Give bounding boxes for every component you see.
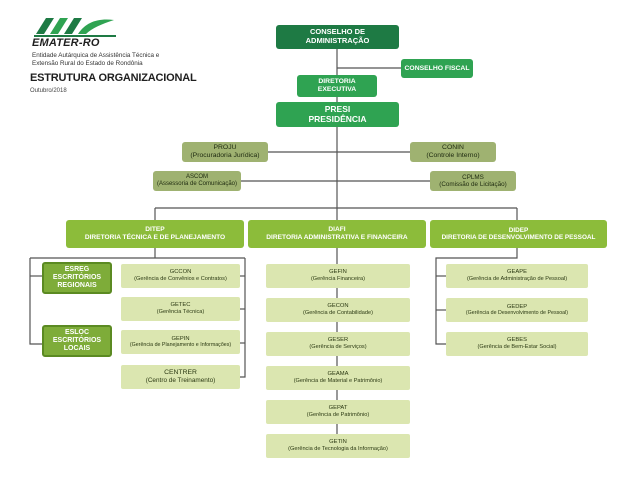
box-didep: DIDEP DIRETORIA DE DESENVOLVIMENTO DE PE… <box>430 220 607 248</box>
box-conin: CONIN (Controle Interno) <box>410 142 496 162</box>
box-ascom: ASCOM (Assessoria de Comunicação) <box>153 171 241 191</box>
connector-ditep-right-vertical <box>240 258 246 378</box>
box-ditep: DITEP DIRETORIA TÉCNICA E DE PLANEJAMENT… <box>66 220 244 248</box>
box-conselho-administracao: CONSELHO DE ADMINISTRAÇÃO <box>276 25 399 49</box>
box-getin: GETIN (Gerência de Tecnologia da Informa… <box>266 434 410 458</box>
box-geape: GEAPE (Gerência de Administração de Pess… <box>446 264 588 288</box>
emater-logo: EMATER-RO Entidade Autárquica de Assistê… <box>30 14 190 98</box>
box-gepin: GEPIN (Gerência de Planejamento e Inform… <box>121 330 240 354</box>
connector-ditep-left-vertical <box>29 258 42 345</box>
connector-didep-down <box>435 248 518 345</box>
box-centrer: CENTRER (Centro de Treinamento) <box>121 365 240 389</box>
box-gebes: GEBES (Gerência de Bem-Estar Social) <box>446 332 588 356</box>
box-diafi: DIAFI DIRETORIA ADMINISTRATIVA E FINANCE… <box>248 220 426 248</box>
logo-subtitle-1: Entidade Autárquica de Assistência Técni… <box>32 52 160 59</box>
box-gecon: GECON (Gerência de Contabilidade) <box>266 298 410 322</box>
box-gefin: GEFIN (Gerência Financeira) <box>266 264 410 288</box>
logo-subtitle-2: Extensão Rural do Estado de Rondônia <box>32 60 143 67</box>
box-getec: GETEC (Gerência Técnica) <box>121 297 240 321</box>
box-proju: PROJU (Procuradoria Jurídica) <box>182 142 268 162</box>
emater-leaf-icon <box>34 18 116 37</box>
box-gedep: GEDEP (Gerência de Desenvolvimento de Pe… <box>446 298 588 322</box>
box-gepat: GEPAT (Gerência de Patrimônio) <box>266 400 410 424</box>
box-cplms: CPLMS (Comissão de Licitação) <box>430 171 516 191</box>
box-diretoria-executiva: DIRETORIA EXECUTIVA <box>297 75 377 97</box>
box-geama: GEAMA (Gerência de Material e Patrimônio… <box>266 366 410 390</box>
box-esloc: ESLOC ESCRITÓRIOS LOCAIS <box>42 325 112 357</box>
page-title: ESTRUTURA ORGANIZACIONAL <box>30 72 197 84</box>
box-gccon: GCCON (Gerência de Convênios e Contratos… <box>121 264 240 288</box>
box-presidencia: PRESI PRESIDÊNCIA <box>276 102 399 127</box>
box-geser: GESER (Gerência de Serviços) <box>266 332 410 356</box>
box-conselho-fiscal: CONSELHO FISCAL <box>401 59 473 78</box>
page-date: Outubro/2018 <box>30 88 67 94</box>
box-esreg: ESREG ESCRITÓRIOS REGIONAIS <box>42 262 112 294</box>
logo-name: EMATER-RO <box>32 37 100 49</box>
